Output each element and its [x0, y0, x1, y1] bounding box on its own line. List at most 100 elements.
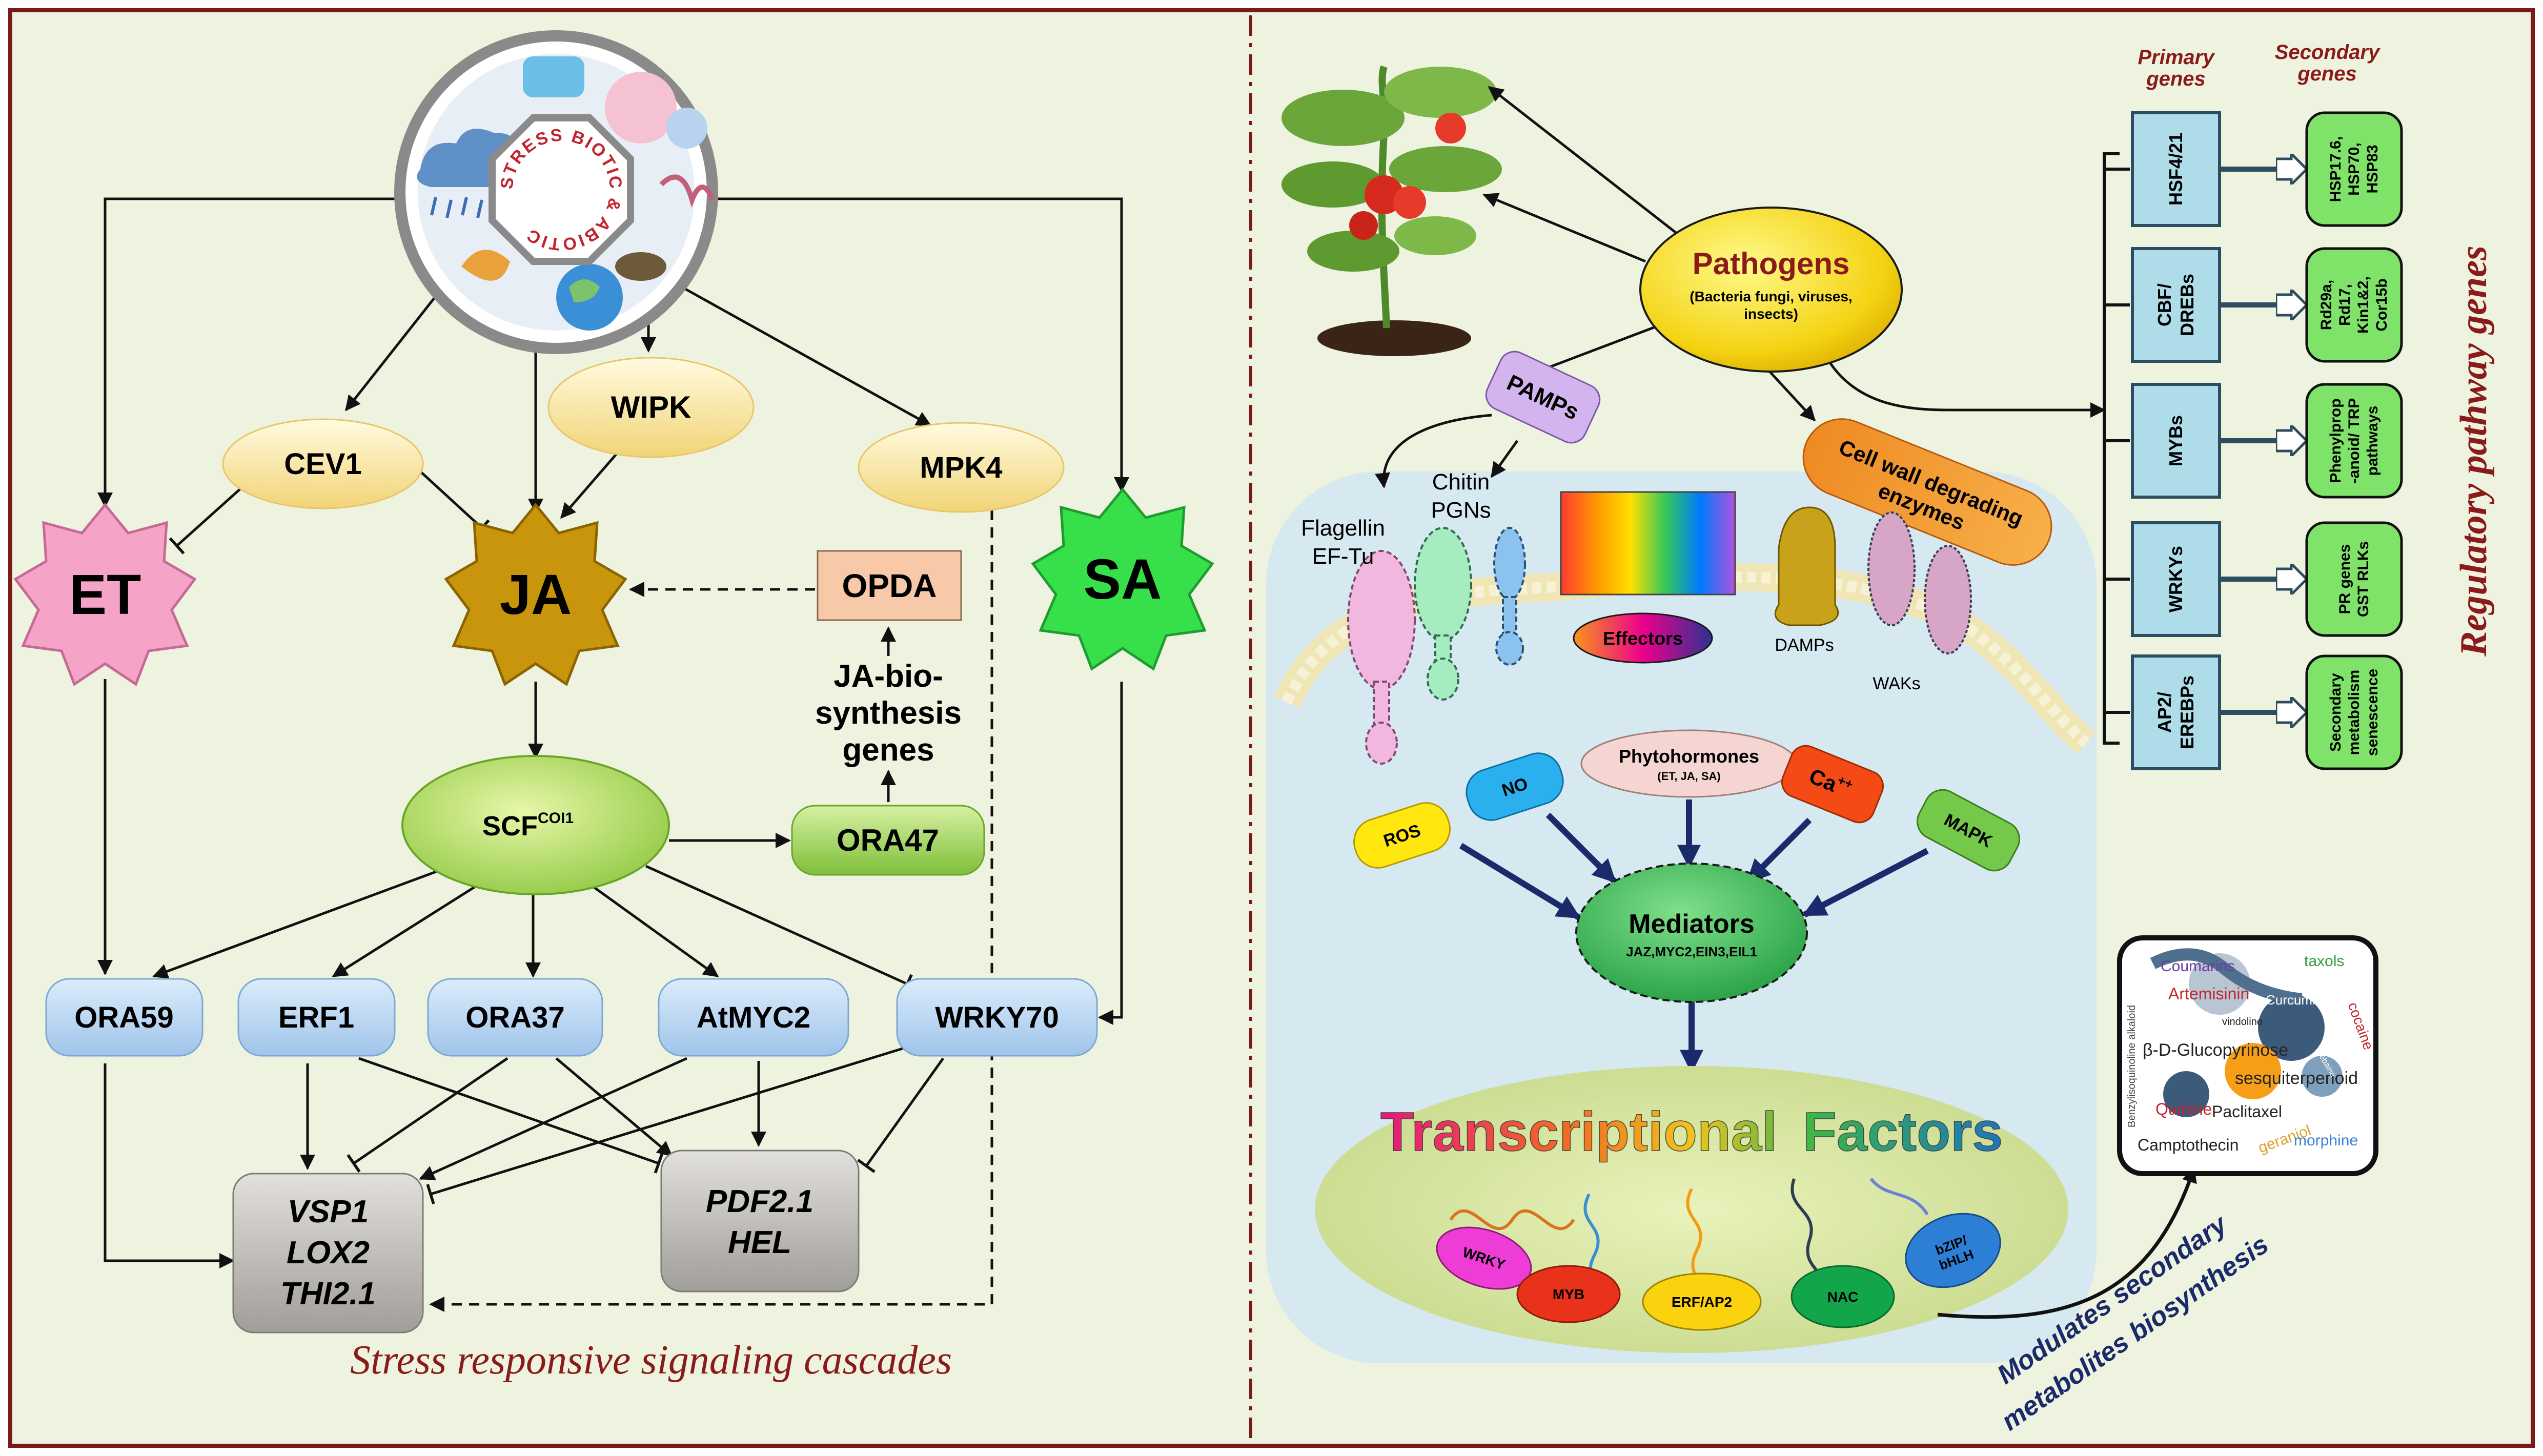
stress-circle: STRESS BIOTIC & ABIOTIC [394, 30, 718, 354]
gene-bracket [2103, 152, 2120, 745]
pgn-receptor [1493, 527, 1526, 601]
ora47-label: ORA47 [837, 823, 939, 857]
tf-to-metabolites-arrow [1937, 1167, 2197, 1319]
stress-to-et-line [97, 197, 408, 508]
pathogens-sub2: insects) [1744, 306, 1798, 322]
ja-biosynthesis-line1: JA-bio- [833, 659, 943, 694]
mediator-arrows [1459, 799, 1929, 1074]
svg-text:Rd29a,Rd17,Kin1&2,Cor15b: Rd29a,Rd17,Kin1&2,Cor15b [2318, 276, 2390, 334]
secondary-gene-label: Secondary [2327, 673, 2344, 752]
tf-nac-label: NAC [1827, 1289, 1859, 1305]
pamps-to-flagellin [1375, 414, 1492, 488]
stress-octagon [489, 114, 634, 265]
secondary-gene-label: HSP17.6, [2327, 136, 2344, 202]
sa-to-wrky70-line [1098, 682, 1123, 1025]
ora37-node: ORA37 [427, 978, 603, 1057]
wipk-node: WIPK [547, 357, 755, 458]
primary-gene-label: EREBPs [2176, 675, 2198, 749]
thi21-label: THI2.1 [280, 1276, 376, 1311]
left-panel-caption: Stress responsive signaling cascades [350, 1338, 952, 1383]
scf-to-atmyc2-line [588, 883, 719, 978]
secondary-gene-label: PR genes [2336, 544, 2353, 614]
stress-to-cev1-line [345, 276, 452, 412]
ja-biosynthesis-line3: genes [842, 732, 934, 768]
ros-node: ROS [1353, 802, 1451, 869]
svg-text:HSF4/21: HSF4/21 [2165, 133, 2186, 206]
water-icon [523, 56, 584, 97]
secondary-gene-label: metabolism [2346, 670, 2363, 755]
waks-label: WAKs [1873, 674, 1920, 693]
primary-gene-box [2131, 383, 2221, 499]
scf-to-erf1-line [332, 883, 480, 978]
ora47-node: ORA47 [791, 805, 985, 876]
tf-myb: MYB [1516, 1265, 1621, 1323]
svg-text:MYBs: MYBs [2165, 415, 2186, 466]
calcium-node: Ca++ [1781, 745, 1884, 824]
secondary-gene-label: GST RLKs [2355, 541, 2372, 617]
metabolite-morphine: morphine [2294, 1132, 2358, 1149]
tf-erf-ap2: ERF/AP2 [1642, 1273, 1762, 1331]
phytohormones-sub: (ET, JA, SA) [1657, 770, 1720, 783]
sa-label: SA [1084, 548, 1162, 611]
atmyc2-label: AtMYC2 [697, 1001, 810, 1034]
tf-nac: NAC [1791, 1265, 1895, 1328]
ja-label: JA [500, 563, 572, 626]
tf-erf-label: ERF/AP2 [1672, 1294, 1732, 1310]
opda-label: OPDA [842, 567, 937, 604]
effectors-label-group: Effectors [1573, 612, 1713, 664]
ora59-to-vsp1-line [104, 1063, 235, 1268]
pathogen-to-genes [1826, 358, 2106, 418]
secondary-gene-label: Phenylprop [2327, 398, 2344, 483]
cev1-node: CEV1 [222, 418, 424, 509]
damps-label: DAMPs [1775, 635, 1834, 655]
tf-bzip-bhlh: bZIP/ bHLH [1905, 1213, 2001, 1288]
tomato-plant-icon [1281, 65, 1502, 356]
wipk-label: WIPK [611, 390, 691, 424]
wrky70-label: WRKY70 [935, 1001, 1059, 1034]
virus-icon [666, 108, 707, 149]
tf-wrky: WRKY [1436, 1226, 1532, 1290]
eftu-label: EF-Tu [1312, 544, 1374, 569]
heat-icon [461, 250, 510, 281]
secondary-gene-box [2305, 111, 2403, 227]
no-to-mediators [1545, 812, 1617, 884]
secondary-gene-label: Kin1&2, [2355, 276, 2372, 334]
metabolite-coumarins: Coumarins [2161, 958, 2235, 975]
wrky70-node: WRKY70 [896, 978, 1098, 1057]
opda-node: OPDA [817, 550, 962, 621]
svg-text:HSP17.6,HSP70,HSP83: HSP17.6,HSP70,HSP83 [2327, 136, 2381, 202]
primary-gene-label: DREBs [2176, 274, 2198, 336]
erf1-node: ERF1 [237, 978, 396, 1057]
metabolite-vindoline: vindoline [2222, 1016, 2263, 1028]
tf-myb-label: MYB [1553, 1286, 1584, 1302]
metabolite-sesquiterpenoid: sesquiterpenoid [2235, 1069, 2358, 1088]
pathogen-icon [605, 72, 677, 143]
scf-superscript: COI1 [538, 810, 574, 827]
scf-to-ora59-line [152, 865, 452, 979]
ora37-label: ORA37 [465, 1001, 564, 1034]
mapk-to-mediators [1802, 848, 1929, 918]
primary-gene-label: HSF4/21 [2165, 133, 2186, 206]
mapk-node: MAPK [1917, 789, 2020, 872]
ora37-inhibit-vsp1 [347, 1057, 508, 1173]
rain-icon [430, 197, 483, 218]
secondary-gene-label: -anoid/ TRP [2346, 398, 2363, 484]
secondary-gene-box [2305, 383, 2403, 499]
primary-gene-box [2131, 247, 2221, 363]
mediators-sub: JAZ,MYC2,EIN3,EIL1 [1626, 944, 1757, 959]
svg-text:CBF/DREBs: CBF/DREBs [2154, 274, 2198, 336]
et-label: ET [69, 563, 141, 626]
cev1-inhibit-ja [419, 470, 490, 537]
metabolite-taxols: taxols [2304, 953, 2344, 970]
phytohormones-label: Phytohormones [1619, 746, 1759, 767]
flagellin-label: Flagellin [1301, 516, 1385, 541]
mediators-title: Mediators [1629, 909, 1755, 939]
pathogens-sub1: (Bacteria fungi, viruses, [1690, 289, 1852, 304]
metabolite-camptothecin: Camptothecin [2138, 1136, 2239, 1154]
